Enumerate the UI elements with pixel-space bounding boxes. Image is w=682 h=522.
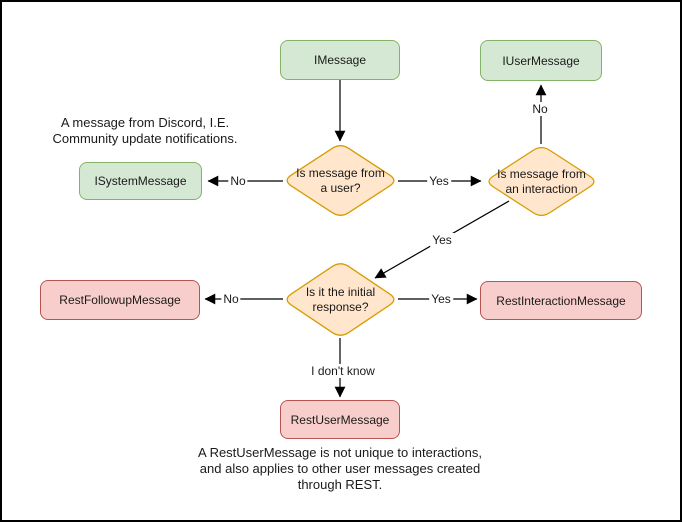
node-restfollowupmessage: RestFollowupMessage xyxy=(40,280,200,320)
decision-is-initial-response: Is it the initial response? xyxy=(282,260,399,339)
decision-is-message-from-user: Is message from a user? xyxy=(282,142,399,219)
node-iusermessage: IUserMessage xyxy=(480,40,602,81)
node-restusermessage: RestUserMessage xyxy=(280,400,400,439)
edge-label-yes: Yes xyxy=(430,233,454,247)
decision-is-message-from-interaction: Is message from an interaction xyxy=(484,144,599,219)
edge-label-no: No xyxy=(530,102,550,116)
node-isystemmessage: ISystemMessage xyxy=(79,162,202,200)
edge-label-yes: Yes xyxy=(427,174,451,188)
diamond-shape xyxy=(286,263,395,336)
node-restinteractionmessage: RestInteractionMessage xyxy=(480,281,642,320)
decision-label: Is message from an interaction xyxy=(497,166,586,196)
decision-label: Is message from a user? xyxy=(296,165,385,195)
node-imessage: IMessage xyxy=(280,40,400,80)
diamond-shape xyxy=(488,146,595,217)
diamond-shape xyxy=(286,145,395,216)
decision-label: Is it the initial response? xyxy=(305,284,376,314)
edge-label-no: No xyxy=(221,292,241,306)
edge-label-i-dont-know: I don't know xyxy=(309,364,377,378)
edge-label-no: No xyxy=(228,174,248,188)
annotation-rest-user-message-note: A RestUserMessage is not unique to inter… xyxy=(198,445,482,492)
annotation-system-message-note: A message from Discord, I.E. Community u… xyxy=(52,115,238,146)
edge-label-yes: Yes xyxy=(429,292,453,306)
